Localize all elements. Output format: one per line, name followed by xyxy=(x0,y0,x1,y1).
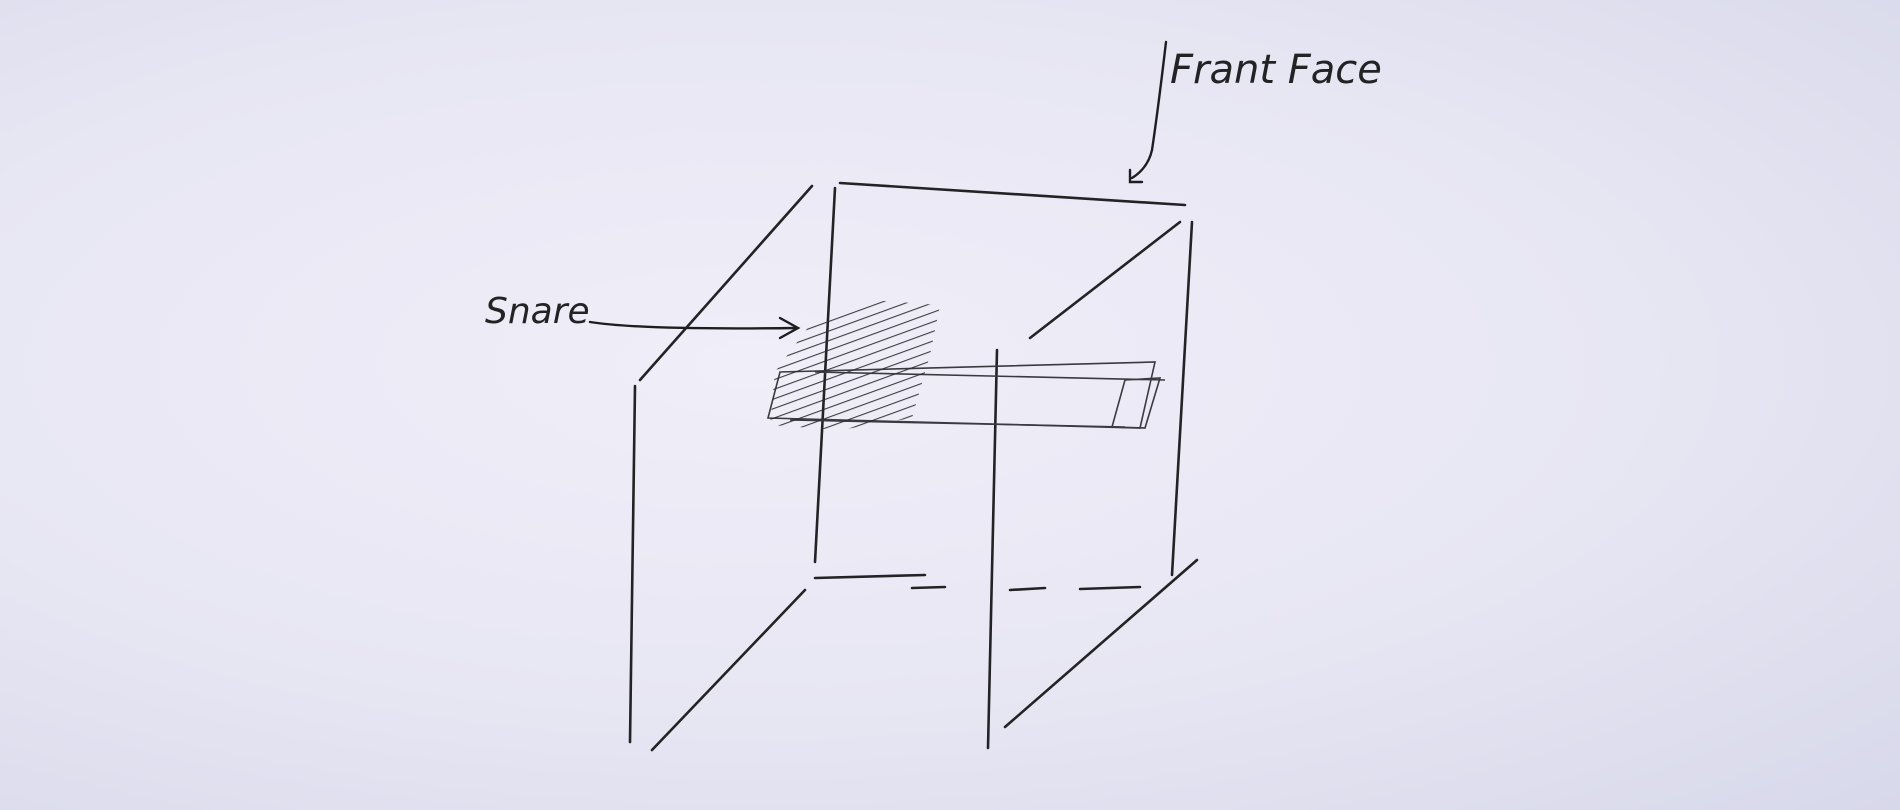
back-top-edge xyxy=(838,181,1187,207)
snare-shading xyxy=(770,300,940,430)
bottom-right-depth-edge xyxy=(1003,558,1199,729)
back-right-edge xyxy=(1170,220,1194,577)
top-right-depth-edge xyxy=(1028,220,1182,340)
back-bottom-dashed xyxy=(910,585,1142,592)
back-bottom-edge xyxy=(813,573,927,580)
front-left-edge xyxy=(628,384,637,744)
top-left-depth-edge xyxy=(638,184,814,382)
front-face-leader xyxy=(1128,40,1168,184)
cube-wireframe xyxy=(628,181,1199,752)
snare-arrow xyxy=(588,316,801,340)
front-right-edge xyxy=(986,348,999,750)
snare-label: Snare xyxy=(485,291,590,332)
bottom-left-depth-edge xyxy=(650,588,807,752)
front-face-label: Frant Face xyxy=(1170,47,1382,93)
